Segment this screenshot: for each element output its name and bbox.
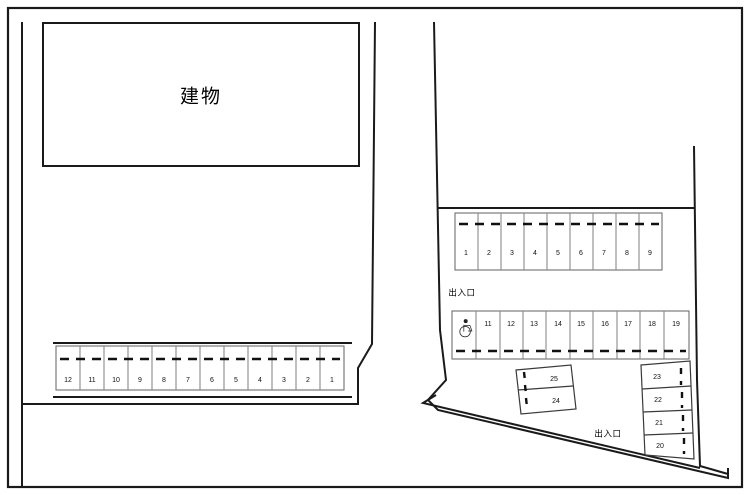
- right-middle-stall-13: 13: [530, 321, 538, 328]
- right-upper-parking-row: 1 2 3 4 5 6 7 8 9: [437, 207, 694, 271]
- left-stall-10: 10: [112, 377, 120, 384]
- right-column-stall-20: 20: [656, 443, 664, 450]
- right-upper-stall-5: 5: [556, 250, 560, 257]
- left-stall-2: 2: [306, 377, 310, 384]
- right-upper-stall-1: 1: [464, 250, 468, 257]
- right-site-bottom-boundary: [420, 394, 701, 469]
- right-middle-stall-15: 15: [577, 321, 585, 328]
- left-stall-12: 12: [64, 377, 72, 384]
- right-upper-row-dividers: [477, 213, 640, 270]
- right-column-divider-3: [643, 432, 694, 436]
- left-row-dividers: [79, 346, 321, 390]
- wheelchair-icon: [459, 319, 473, 338]
- right-column-stall-22: 22: [654, 397, 662, 404]
- angled-stall-24: 24: [552, 398, 560, 405]
- left-stall-3: 3: [282, 377, 286, 384]
- right-column-dashes: [679, 368, 686, 454]
- left-stall-5: 5: [234, 377, 238, 384]
- entrance-label-upper: 出入口: [448, 288, 475, 299]
- right-column-parking-block: 23 22 21 20: [640, 360, 695, 460]
- right-column-stall-21: 21: [655, 420, 663, 427]
- building-outline: [42, 22, 360, 167]
- right-upper-row-stall-box: [454, 212, 663, 271]
- left-stall-9: 9: [138, 377, 142, 384]
- outer-frame: [6, 6, 744, 489]
- right-middle-stall-14: 14: [554, 321, 562, 328]
- angled-parking-block: 25 24: [515, 364, 577, 415]
- left-stall-7: 7: [186, 377, 190, 384]
- right-column-stall-23: 23: [653, 374, 661, 381]
- building-label: 建物: [180, 86, 222, 108]
- right-site-left-boundary: [426, 21, 729, 480]
- right-middle-stall-16: 16: [601, 321, 609, 328]
- right-middle-stall-11: 11: [484, 321, 491, 328]
- left-stall-6: 6: [210, 377, 214, 384]
- right-column-divider-2: [642, 409, 693, 413]
- right-upper-stall-7: 7: [602, 250, 606, 257]
- left-stall-4: 4: [258, 377, 262, 384]
- right-upper-stall-8: 8: [625, 250, 629, 257]
- right-middle-stall-12: 12: [507, 321, 515, 328]
- right-upper-stall-2: 2: [487, 250, 491, 257]
- entrance-label-lower: 出入口: [594, 429, 621, 440]
- right-upper-stall-3: 3: [510, 250, 514, 257]
- right-middle-stall-18: 18: [648, 321, 656, 328]
- right-upper-stall-9: 9: [648, 250, 652, 257]
- angled-block-divider: [517, 385, 574, 391]
- angled-block-outline: [515, 364, 577, 415]
- left-stall-11: 11: [88, 377, 95, 384]
- left-stall-1: 1: [330, 377, 334, 384]
- right-upper-stall-4: 4: [533, 250, 537, 257]
- right-middle-parking-row: 11 12 13 14 15 16 17 18 19: [451, 310, 690, 360]
- left-parking-row: 12 11 10 9 8 7 6 5 4 3 2 1: [53, 342, 352, 398]
- right-column-divider-1: [641, 385, 692, 390]
- right-site-right-boundary: [693, 145, 729, 475]
- right-column-outline: [640, 360, 695, 460]
- left-lot-boundary: [22, 21, 376, 405]
- right-middle-stall-19: 19: [672, 321, 680, 328]
- angled-stall-25: 25: [550, 376, 558, 383]
- angled-block-dashes: [522, 371, 529, 408]
- left-stall-8: 8: [162, 377, 166, 384]
- right-upper-stall-6: 6: [579, 250, 583, 257]
- right-middle-stall-17: 17: [624, 321, 632, 328]
